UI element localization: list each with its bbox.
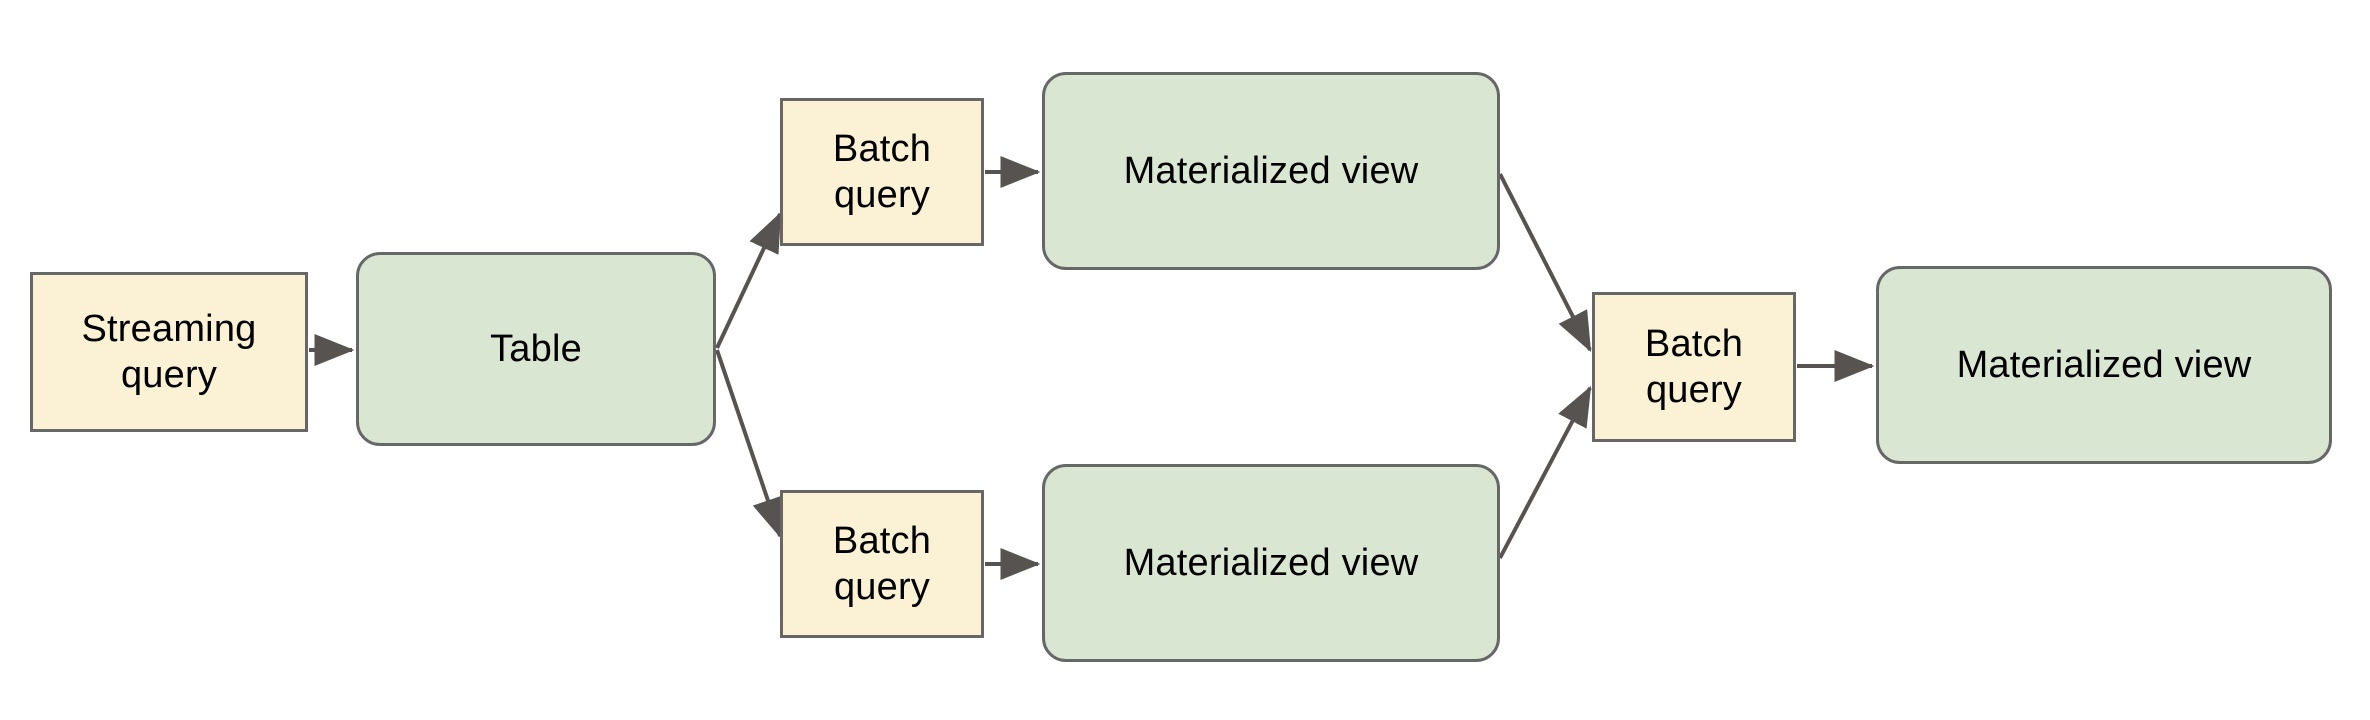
edge-materialized-view-top-to-batch-query-right: [1498, 173, 1592, 353]
node-batch-query-bottom-label: Batch query: [832, 519, 932, 608]
node-table-label: Table: [490, 327, 582, 370]
node-batch-query-right-label: Batch query: [1644, 322, 1744, 411]
edge-table-to-batch-query-bottom: [715, 349, 784, 539]
node-streaming-query-label: Streaming query: [81, 307, 257, 396]
node-materialized-view-top[interactable]: Materialized view: [1042, 72, 1500, 270]
node-materialized-view-bottom-label: Materialized view: [1123, 541, 1419, 584]
node-batch-query-right[interactable]: Batch query: [1592, 292, 1796, 442]
node-table[interactable]: Table: [356, 252, 716, 446]
node-materialized-view-bottom[interactable]: Materialized view: [1042, 464, 1500, 662]
node-streaming-query[interactable]: Streaming query: [30, 272, 308, 432]
edge-materialized-view-bottom-to-batch-query-right: [1498, 385, 1592, 559]
node-batch-query-bottom[interactable]: Batch query: [780, 490, 984, 638]
node-materialized-view-top-label: Materialized view: [1123, 149, 1419, 192]
node-materialized-view-right-label: Materialized view: [1956, 343, 2252, 386]
edge-table-to-batch-query-top: [715, 211, 782, 349]
node-materialized-view-right[interactable]: Materialized view: [1876, 266, 2332, 464]
node-batch-query-top-label: Batch query: [832, 127, 932, 216]
node-batch-query-top[interactable]: Batch query: [780, 98, 984, 246]
